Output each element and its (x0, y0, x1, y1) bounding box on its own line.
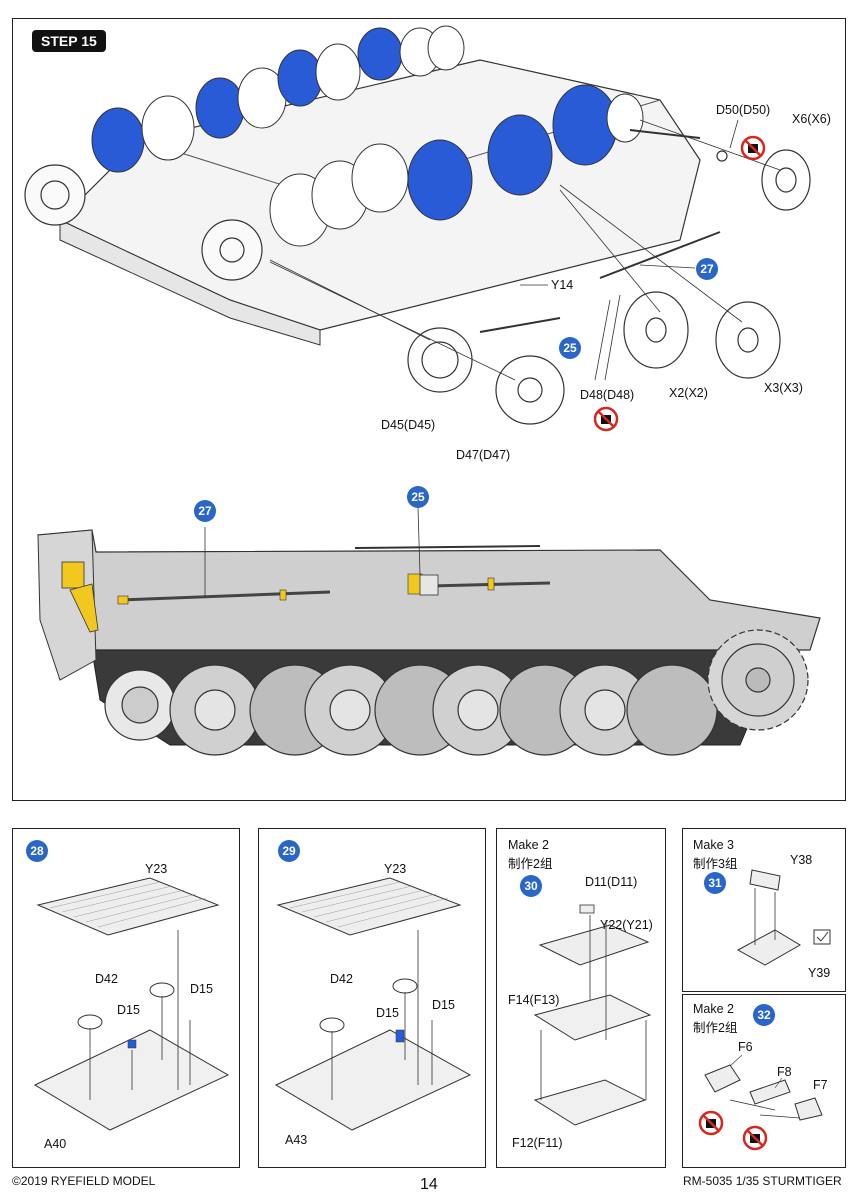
step-title: STEP 15 (32, 30, 106, 52)
label-x3: X3(X3) (764, 381, 803, 395)
no-cement-icon (742, 1125, 768, 1151)
label-d42: D42 (95, 972, 118, 986)
label-d48: D48(D48) (580, 388, 635, 402)
label-f14: F14(F13) (508, 993, 560, 1007)
no-cement-icon (740, 135, 766, 161)
label-d15: D15 (376, 1006, 399, 1020)
callout-30: 30 (520, 875, 542, 897)
callout-25-top: 25 (559, 337, 581, 359)
label-y39: Y39 (808, 966, 831, 980)
copyright-text: ©2019 RYEFIELD MODEL (12, 1174, 156, 1188)
label-d11: D11(D11) (585, 875, 638, 889)
label-d45: D45(D45) (381, 418, 436, 432)
label-a40: A40 (44, 1137, 67, 1151)
no-cement-icon (698, 1110, 724, 1136)
label-y23: Y23 (145, 862, 168, 876)
label-x6: X6(X6) (792, 112, 831, 126)
make-count-label-cn: 制作2组 (693, 1021, 738, 1035)
label-x2: X2(X2) (669, 386, 708, 400)
label-d50: D50(D50) (716, 103, 771, 117)
make-count-label-cn: 制作3组 (693, 857, 738, 871)
sub-step-31-frame (682, 828, 846, 992)
side-view-drawing (37, 507, 821, 756)
label-f6: F6 (738, 1040, 753, 1054)
label-d42: D42 (330, 972, 353, 986)
callout-28: 28 (26, 840, 48, 862)
label-f8: F8 (777, 1065, 792, 1079)
label-y38: Y38 (790, 853, 813, 867)
callout-27-top: 27 (696, 258, 718, 280)
chassis-exploded-drawing (24, 25, 811, 425)
callout-25-side: 25 (407, 486, 429, 508)
make-count-label: Make 2 (508, 838, 549, 852)
label-d15: D15 (190, 982, 213, 996)
label-d15: D15 (117, 1003, 140, 1017)
model-code: RM-5035 1/35 STURMTIGER (683, 1174, 842, 1188)
callout-32: 32 (753, 1004, 775, 1026)
label-f7: F7 (813, 1078, 828, 1092)
label-d15: D15 (432, 998, 455, 1012)
make-count-label: Make 2 (693, 1002, 734, 1016)
make-count-label: Make 3 (693, 838, 734, 852)
page-number: 14 (420, 1176, 438, 1193)
label-a43: A43 (285, 1133, 308, 1147)
label-y23: Y23 (384, 862, 407, 876)
no-cement-icon (593, 406, 619, 432)
callout-31: 31 (704, 872, 726, 894)
callout-27-side: 27 (194, 500, 216, 522)
label-y22: Y22(Y21) (600, 918, 653, 932)
label-y14: Y14 (551, 278, 574, 292)
label-f12: F12(F11) (512, 1136, 563, 1150)
make-count-label-cn: 制作2组 (508, 857, 553, 871)
callout-29: 29 (278, 840, 300, 862)
label-d47: D47(D47) (456, 448, 511, 462)
